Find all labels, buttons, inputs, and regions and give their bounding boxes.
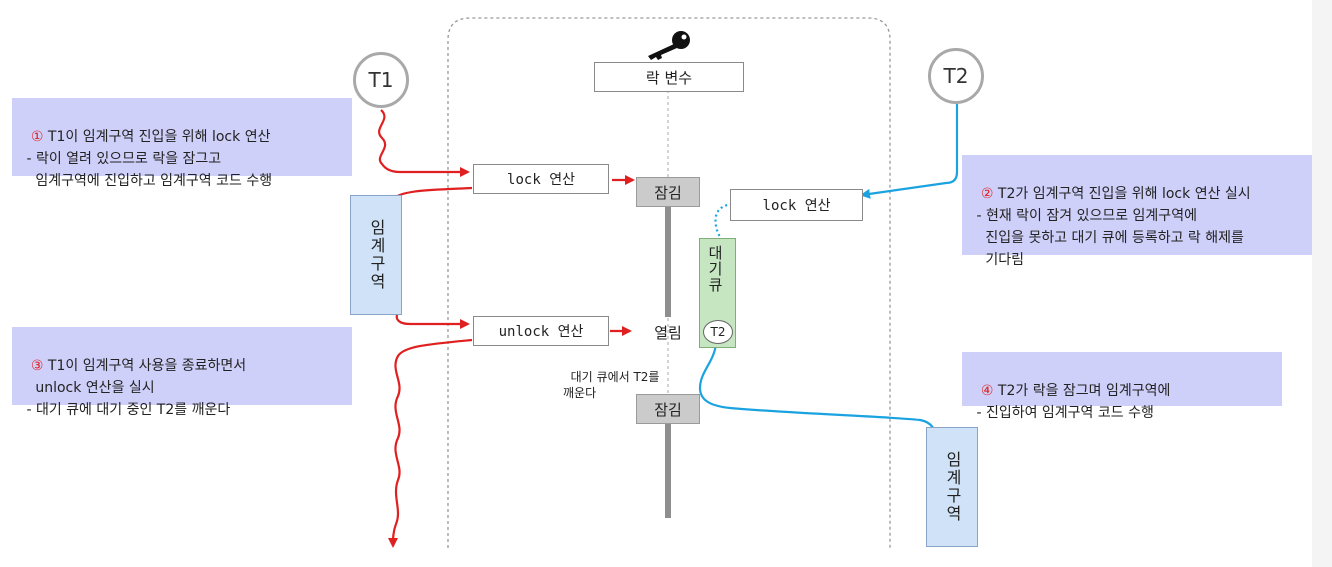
lock-op-left: lock 연산 <box>473 164 609 194</box>
note-2-text: T2가 임계구역 진입을 위해 lock 연산 실시 - 현재 락이 잠겨 있으… <box>976 186 1251 268</box>
note-3-text: T1이 임계구역 사용을 종료하면서 unlock 연산을 실시 - 대기 큐에… <box>26 358 247 418</box>
thread-t2-label: T2 <box>943 64 969 88</box>
note-2: ② T2가 임계구역 진입을 위해 lock 연산 실시 - 현재 락이 잠겨 … <box>962 155 1324 268</box>
critical-section-left-label: 임계구역 <box>367 219 386 291</box>
thread-t1: T1 <box>353 52 409 108</box>
state-locked-bottom: 잠김 <box>636 394 700 424</box>
t1-exit-path <box>388 338 473 548</box>
lock-op-right-label: lock 연산 <box>762 198 831 214</box>
state-locked-top-label: 잠김 <box>654 183 682 202</box>
note-4-number: ④ <box>980 383 994 399</box>
note-4: ④ T2가 락을 잠그며 임계구역에 - 진입하여 임계구역 코드 수행 <box>962 352 1282 421</box>
wake-note: 대기 큐에서 T2를 깨운다 <box>563 353 693 400</box>
note-3-number: ③ <box>30 358 44 374</box>
note-1-text: T1이 임계구역 진입을 위해 lock 연산 - 락이 열려 있으므로 락을 … <box>26 129 273 189</box>
state-locked-top: 잠김 <box>636 177 700 207</box>
queued-t2: T2 <box>703 320 733 344</box>
t1-path-to-lock <box>378 109 470 177</box>
state-open-label: 열림 <box>654 323 682 342</box>
note-1-number: ① <box>30 129 44 145</box>
t1-critical-path <box>388 186 473 329</box>
right-edge-strip <box>1312 0 1332 567</box>
lock-held-bar-bottom <box>665 423 671 518</box>
lock-op-left-label: lock 연산 <box>507 172 575 188</box>
lock-region-border <box>447 17 891 548</box>
wake-note-text: 대기 큐에서 T2를 깨운다 <box>563 370 660 400</box>
thread-t1-label: T1 <box>368 68 394 92</box>
note-4-text: T2가 락을 잠그며 임계구역에 - 진입하여 임계구역 코드 수행 <box>976 383 1171 421</box>
unlock-op: unlock 연산 <box>473 316 609 346</box>
lock-variable-label: 락 변수 <box>645 68 693 87</box>
critical-section-left: 임계구역 <box>350 195 402 315</box>
note-2-number: ② <box>980 186 994 202</box>
key-icon <box>648 31 690 60</box>
lock-variable-box: 락 변수 <box>594 62 744 92</box>
state-locked-bottom-label: 잠김 <box>654 400 682 419</box>
lock-held-bar-top <box>665 205 671 317</box>
lock-op-right: lock 연산 <box>730 189 863 221</box>
unlock-op-label: unlock 연산 <box>498 324 584 340</box>
t2-path-to-lock <box>860 102 959 199</box>
state-open: 열림 <box>640 320 696 344</box>
note-3: ③ T1이 임계구역 사용을 종료하면서 unlock 연산을 실시 - 대기 … <box>12 327 352 418</box>
critical-section-right: 임계구역 <box>926 427 978 547</box>
t2-path-to-critical <box>698 343 943 542</box>
queued-t2-label: T2 <box>710 325 726 339</box>
thread-t2: T2 <box>928 48 984 104</box>
wait-queue-label: 대기큐 <box>706 245 724 293</box>
critical-section-right-label: 임계구역 <box>943 451 962 523</box>
note-1: ① T1이 임계구역 진입을 위해 lock 연산 - 락이 열려 있으므로 락… <box>12 98 352 189</box>
